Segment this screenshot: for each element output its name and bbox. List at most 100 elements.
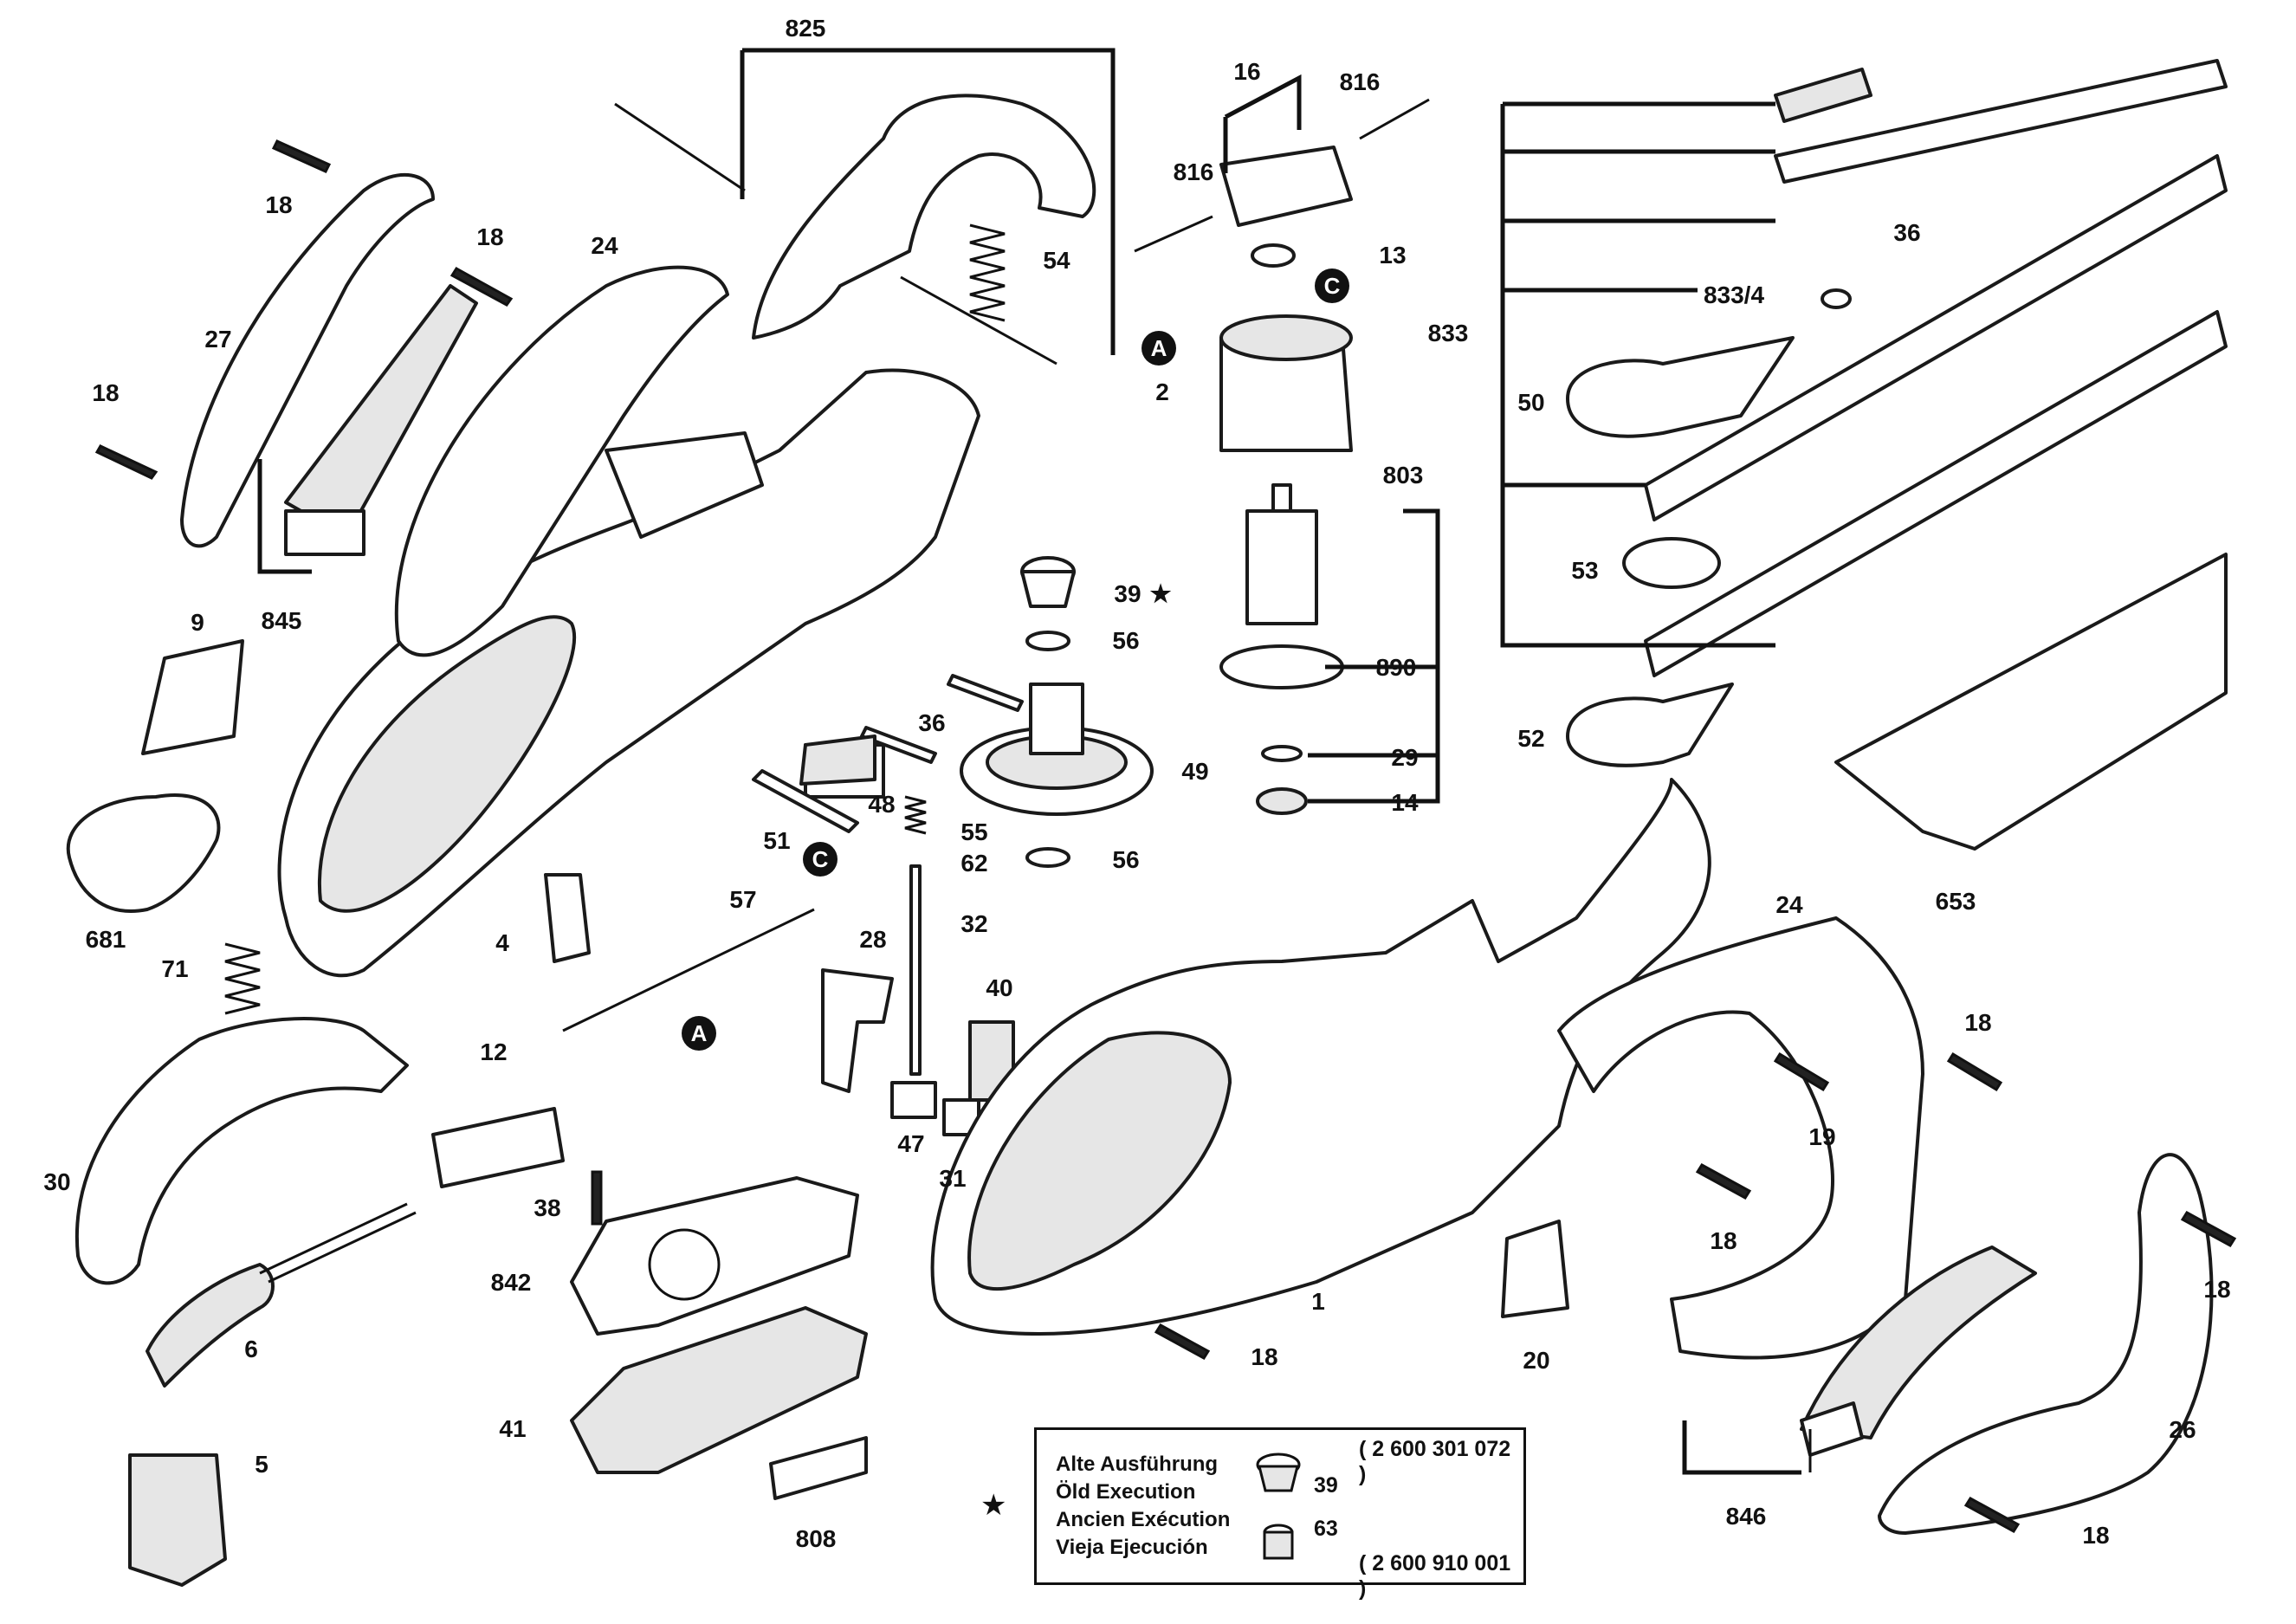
label-1: 1 (1311, 1288, 1325, 1315)
svg-text:C: C (1324, 273, 1341, 299)
cord-6 (146, 1202, 417, 1388)
cover-27 (180, 172, 435, 548)
legend-star: ★ (980, 1489, 1007, 1522)
svg-text:A: A (1151, 335, 1167, 361)
label-31: 31 (939, 1165, 966, 1192)
label-56-bottom: 56 (1112, 846, 1139, 873)
spring-54 (969, 223, 1006, 322)
label-825: 825 (786, 15, 826, 42)
shaft-51 (752, 769, 859, 833)
brush-816-left (1134, 215, 1213, 253)
gear-49 (960, 683, 1154, 816)
label-19: 19 (1808, 1123, 1835, 1150)
label-842: 842 (491, 1269, 532, 1296)
label-18-e: 18 (1710, 1227, 1737, 1254)
label-48: 48 (868, 791, 895, 818)
label-36-right: 36 (1893, 219, 1920, 246)
label-20 (1501, 1220, 1569, 1318)
washer-56-bottom (1025, 847, 1070, 868)
label-20: 20 (1523, 1347, 1549, 1374)
spring-55 (904, 795, 927, 835)
cover-41 (570, 1306, 868, 1474)
label-50: 50 (1517, 389, 1544, 416)
label-28: 28 (859, 926, 886, 953)
label-12: 12 (480, 1038, 507, 1065)
label-24-left: 24 (591, 232, 618, 259)
legend-lang-es: Vieja Ejecución (1056, 1536, 1208, 1559)
legend-code-old: ( 2 600 301 072 ) (1359, 1437, 1511, 1486)
label-36-mid: 36 (918, 709, 945, 736)
label-13: 13 (1379, 242, 1406, 269)
star-note: ★ (1149, 580, 1171, 607)
label-29: 29 (1391, 744, 1418, 771)
cover-24-left (394, 265, 729, 657)
label-55: 55 (960, 818, 987, 845)
legend-box: Alte Ausführung Öld Execution Ancien Exé… (1034, 1427, 1526, 1601)
ring-53 (1622, 537, 1721, 589)
label-845: 845 (262, 607, 302, 634)
spring-71 (224, 942, 261, 1015)
label-30: 30 (43, 1168, 70, 1195)
label-808 (769, 1436, 868, 1500)
svg-text:A: A (691, 1020, 708, 1046)
bushing-39 (1020, 556, 1076, 608)
label-816-right: 816 (1340, 68, 1381, 95)
marker-c-top: C (1315, 269, 1349, 303)
switch-4 (544, 873, 591, 963)
label-9: 9 (191, 609, 204, 636)
legend-lang-de: Alte Ausführung (1056, 1453, 1219, 1476)
marker-c-bottom: C (803, 842, 838, 877)
label-51: 51 (763, 827, 790, 854)
label-833-4: 833/4 (1704, 281, 1764, 308)
bearing-13 (1251, 243, 1296, 268)
label-5: 5 (255, 1451, 268, 1478)
pad-48 (799, 734, 876, 786)
grip-846 (1800, 1245, 2037, 1457)
legend-lang-fr: Ancien Exécution (1056, 1508, 1231, 1531)
stator-2 (1219, 314, 1353, 452)
washer-56-top (1025, 631, 1070, 651)
bearing-14 (1256, 787, 1308, 815)
part-number-labels: 825 16 816 816 18 18 24 27 18 54 13 2 80… (43, 15, 2230, 1552)
label-39: 39 (1114, 580, 1141, 607)
legend-part-63: 63 (1314, 1517, 1338, 1541)
label-47: 47 (897, 1130, 924, 1157)
label-681: 681 (86, 926, 126, 953)
label-16: 16 (1233, 58, 1260, 85)
label-62: 62 (960, 850, 987, 877)
wire-57 (562, 908, 815, 1032)
svg-text:C: C (812, 846, 829, 872)
clip-681 (66, 793, 221, 913)
label-18-h: 18 (2082, 1522, 2109, 1549)
cover-24-right (1557, 916, 1924, 1360)
bracket-28 (821, 968, 894, 1093)
plate-50 (1566, 336, 1795, 438)
label-846: 846 (1726, 1503, 1767, 1530)
label-18-f: 18 (2203, 1276, 2230, 1303)
plug-5 (128, 1453, 227, 1587)
leader-lines (257, 48, 1812, 1475)
label-816-left: 816 (1174, 159, 1214, 185)
legend-part-39: 39 (1314, 1473, 1338, 1498)
legend-bushing-icons (1256, 1453, 1301, 1560)
label-803: 803 (1383, 462, 1424, 488)
label-56-top: 56 (1112, 627, 1139, 654)
label-40: 40 (986, 974, 1012, 1001)
front-handle-30 (74, 1017, 409, 1285)
main-housing-left (277, 368, 980, 978)
label-27: 27 (204, 326, 231, 353)
label-32: 32 (960, 910, 987, 937)
marker-a-top: A (1142, 331, 1176, 366)
housing-1 (930, 778, 1711, 1336)
lever-12 (431, 1107, 565, 1188)
label-41: 41 (499, 1415, 526, 1442)
label-6: 6 (244, 1336, 258, 1362)
screw-icons (94, 139, 2237, 1533)
label-653: 653 (1936, 888, 1976, 915)
label-38: 38 (534, 1194, 560, 1221)
guard-653 (1834, 553, 2228, 851)
label-18-c: 18 (92, 379, 119, 406)
label-54: 54 (1043, 247, 1070, 274)
label-14: 14 (1391, 789, 1419, 816)
